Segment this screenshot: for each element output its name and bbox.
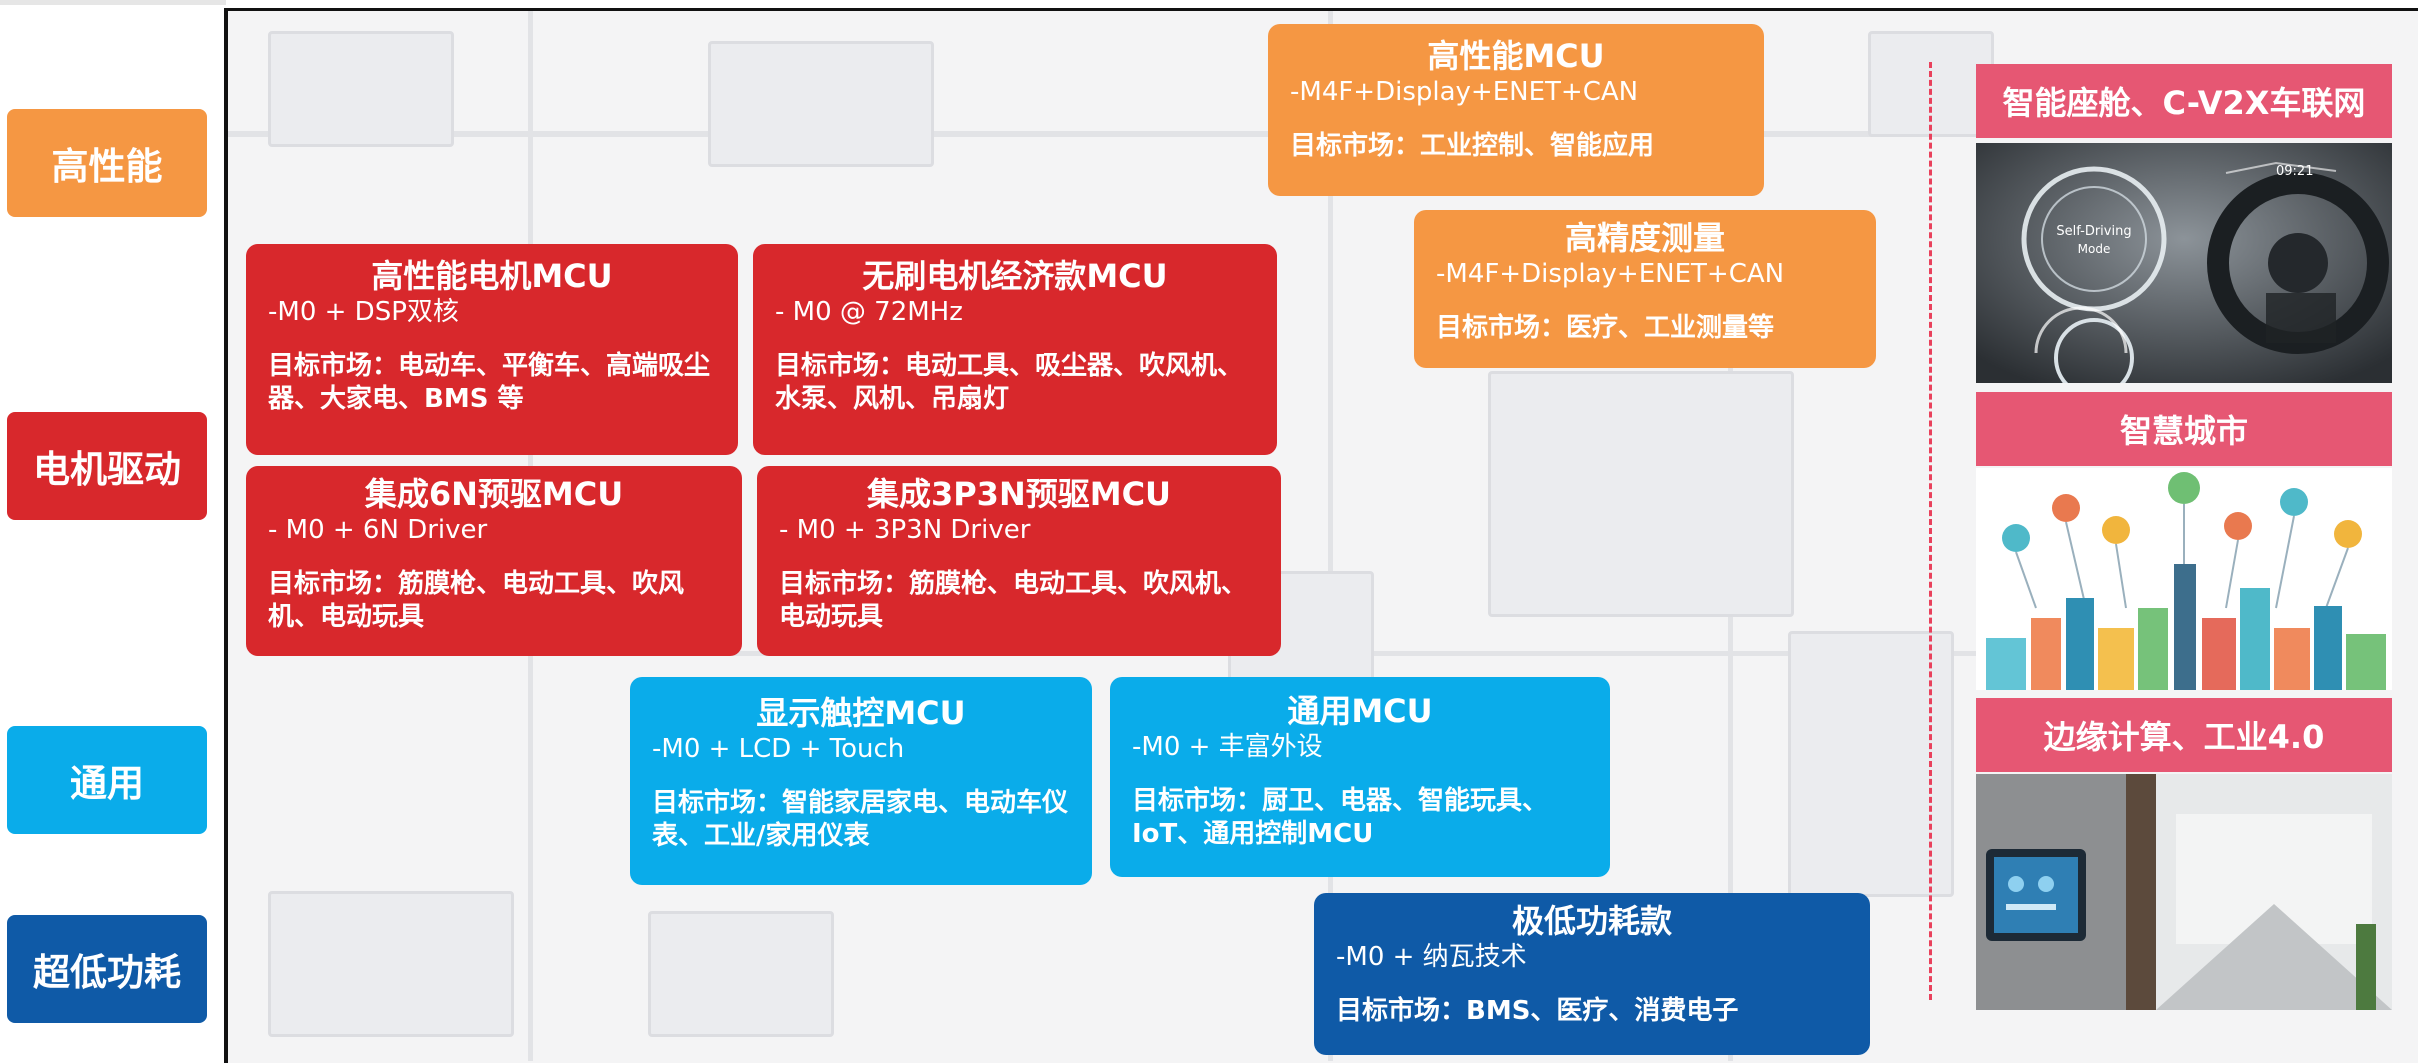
product-market: 目标市场：电动车、平衡车、高端吸尘器、大家电、BMS 等 <box>268 351 711 414</box>
product-spec: -M0 + DSP双核 <box>268 297 459 327</box>
category-general: 通用 <box>7 726 207 834</box>
product-spec: - M0 @ 72MHz <box>775 297 963 327</box>
product-title: 显示触控MCU <box>756 694 966 732</box>
app-title-smart-city: 智慧城市 <box>1976 392 2392 466</box>
product-market: 目标市场：筋膜枪、电动工具、吹风机、电动玩具 <box>268 569 685 632</box>
hud-text: Mode <box>2078 242 2111 256</box>
product-market: 目标市场：医疗、工业测量等 <box>1436 313 1775 343</box>
product-spec: -M0 + LCD + Touch <box>652 734 905 764</box>
pcb-chip <box>268 891 514 1037</box>
product-title: 无刷电机经济款MCU <box>862 257 1168 295</box>
smart-cockpit-image: Self-Driving Mode 09:21 <box>1976 143 2392 383</box>
product-market: 目标市场：厨卫、电器、智能玩具、IoT、通用控制MCU <box>1132 786 1549 849</box>
product-title: 极低功耗款 <box>1511 902 1672 940</box>
product-high-performance-mcu: 高性能MCU -M4F+Display+ENET+CAN 目标市场：工业控制、智… <box>1268 24 1764 196</box>
product-market: 目标市场：智能家居家电、电动车仪表、工业/家用仪表 <box>652 788 1069 851</box>
product-market: 目标市场：BMS、医疗、消费电子 <box>1336 996 1739 1026</box>
category-label: 高性能 <box>51 145 163 188</box>
product-integrated-3p3n-predriver-mcu: 集成3P3N预驱MCU - M0 + 3P3N Driver 目标市场：筋膜枪、… <box>757 466 1281 656</box>
city-skyline-illustration <box>1976 468 2392 690</box>
hud-clock: 09:21 <box>2276 164 2313 179</box>
product-title: 集成6N预驱MCU <box>364 475 624 513</box>
product-ultra-low-power: 极低功耗款 -M0 + 纳瓦技术 目标市场：BMS、医疗、消费电子 <box>1314 893 1870 1055</box>
pcb-trace <box>1728 311 1733 1061</box>
category-label: 电机驱动 <box>33 448 181 491</box>
top-rule <box>0 0 226 5</box>
category-high-performance: 高性能 <box>7 109 207 217</box>
pcb-chip <box>1488 371 1794 617</box>
product-title: 高性能MCU <box>1427 37 1605 75</box>
product-spec: - M0 + 6N Driver <box>268 515 488 545</box>
product-title: 通用MCU <box>1287 692 1433 730</box>
product-market: 目标市场：筋膜枪、电动工具、吹风机、电动玩具 <box>779 569 1248 632</box>
pcb-trace <box>228 131 1928 137</box>
product-spec: -M4F+Display+ENET+CAN <box>1290 77 1639 107</box>
category-ultra-low-power: 超低功耗 <box>7 915 207 1023</box>
category-label: 超低功耗 <box>33 951 181 994</box>
pcb-chip <box>1788 631 1954 897</box>
pcb-chip <box>268 31 454 147</box>
pcb-trace <box>1328 11 1333 1061</box>
product-bldc-economy-mcu: 无刷电机经济款MCU - M0 @ 72MHz 目标市场：电动工具、吸尘器、吹风… <box>753 244 1277 455</box>
app-title-edge-computing: 边缘计算、工业4.0 <box>1976 698 2392 772</box>
car-interior-illustration: Self-Driving Mode 09:21 <box>1976 143 2392 383</box>
pcb-chip <box>708 41 934 167</box>
product-market: 目标市场：工业控制、智能应用 <box>1290 131 1655 161</box>
product-title: 高精度测量 <box>1564 219 1725 257</box>
smart-building-illustration <box>1976 774 2392 1010</box>
pcb-chip <box>648 911 834 1037</box>
app-title-text: 智能座舱、C-V2X车联网 <box>2002 84 2366 122</box>
dashed-divider <box>1929 62 1932 1000</box>
product-market: 目标市场：电动工具、吸尘器、吹风机、水泵、风机、吊扇灯 <box>775 351 1244 414</box>
product-high-performance-motor-mcu: 高性能电机MCU -M0 + DSP双核 目标市场：电动车、平衡车、高端吸尘器、… <box>246 244 738 455</box>
product-integrated-6n-predriver-mcu: 集成6N预驱MCU - M0 + 6N Driver 目标市场：筋膜枪、电动工具… <box>246 466 742 656</box>
product-spec: -M0 + 丰富外设 <box>1132 732 1323 762</box>
product-spec: -M0 + 纳瓦技术 <box>1336 942 1527 972</box>
product-title: 高性能电机MCU <box>371 257 613 295</box>
product-title: 集成3P3N预驱MCU <box>866 475 1172 513</box>
product-spec: -M4F+Display+ENET+CAN <box>1436 259 1785 289</box>
category-motor-drive: 电机驱动 <box>7 412 207 520</box>
product-spec: - M0 + 3P3N Driver <box>779 515 1031 545</box>
product-general-mcu: 通用MCU -M0 + 丰富外设 目标市场：厨卫、电器、智能玩具、IoT、通用控… <box>1110 677 1610 877</box>
app-title-smart-cockpit: 智能座舱、C-V2X车联网 <box>1976 64 2392 138</box>
category-label: 通用 <box>70 762 144 805</box>
smart-city-image <box>1976 468 2392 690</box>
product-high-precision-measurement: 高精度测量 -M4F+Display+ENET+CAN 目标市场：医疗、工业测量… <box>1414 210 1876 368</box>
edge-computing-image <box>1976 774 2392 1010</box>
app-title-text: 边缘计算、工业4.0 <box>2043 718 2325 756</box>
product-display-touch-mcu: 显示触控MCU -M0 + LCD + Touch 目标市场：智能家居家电、电动… <box>630 677 1092 885</box>
hud-text: Self-Driving <box>2056 224 2131 239</box>
app-title-text: 智慧城市 <box>2119 412 2248 450</box>
